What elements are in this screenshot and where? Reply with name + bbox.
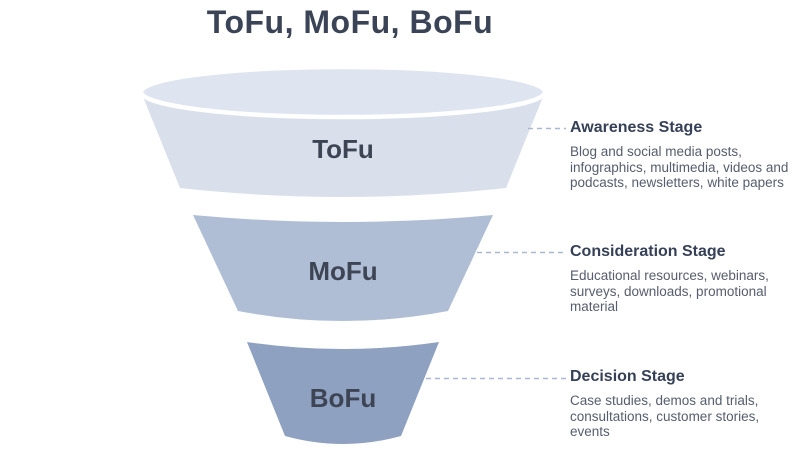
funnel-rim-ellipse — [138, 64, 548, 120]
annotation-awareness-heading: Awareness Stage — [570, 119, 703, 136]
annotation-awareness: Awareness Stage Blog and social media po… — [570, 119, 793, 191]
funnel-stage-tofu-shape — [141, 92, 545, 197]
page-title: ToFu, MoFu, BoFu — [206, 4, 494, 40]
annotation-decision-description: Case studies, demos and trials, consulta… — [570, 393, 760, 439]
stage-label-tofu: ToFu — [312, 134, 374, 164]
annotation-decision-heading: Decision Stage — [570, 368, 685, 385]
funnel-stage-bofu-shape — [247, 342, 439, 444]
funnel-stage-mofu-shape — [193, 215, 493, 321]
annotation-consideration-heading: Consideration Stage — [570, 243, 726, 260]
stage-label-bofu: BoFu — [309, 383, 377, 413]
annotation-awareness-description: Blog and social media posts, infographic… — [570, 144, 789, 190]
annotation-consideration-description: Educational resources, webinars, surveys… — [570, 268, 769, 314]
annotation-decision: Decision Stage Case studies, demos and t… — [570, 368, 793, 440]
stage-label-mofu: MoFu — [308, 256, 378, 286]
annotation-consideration: Consideration Stage Educational resource… — [570, 243, 793, 315]
